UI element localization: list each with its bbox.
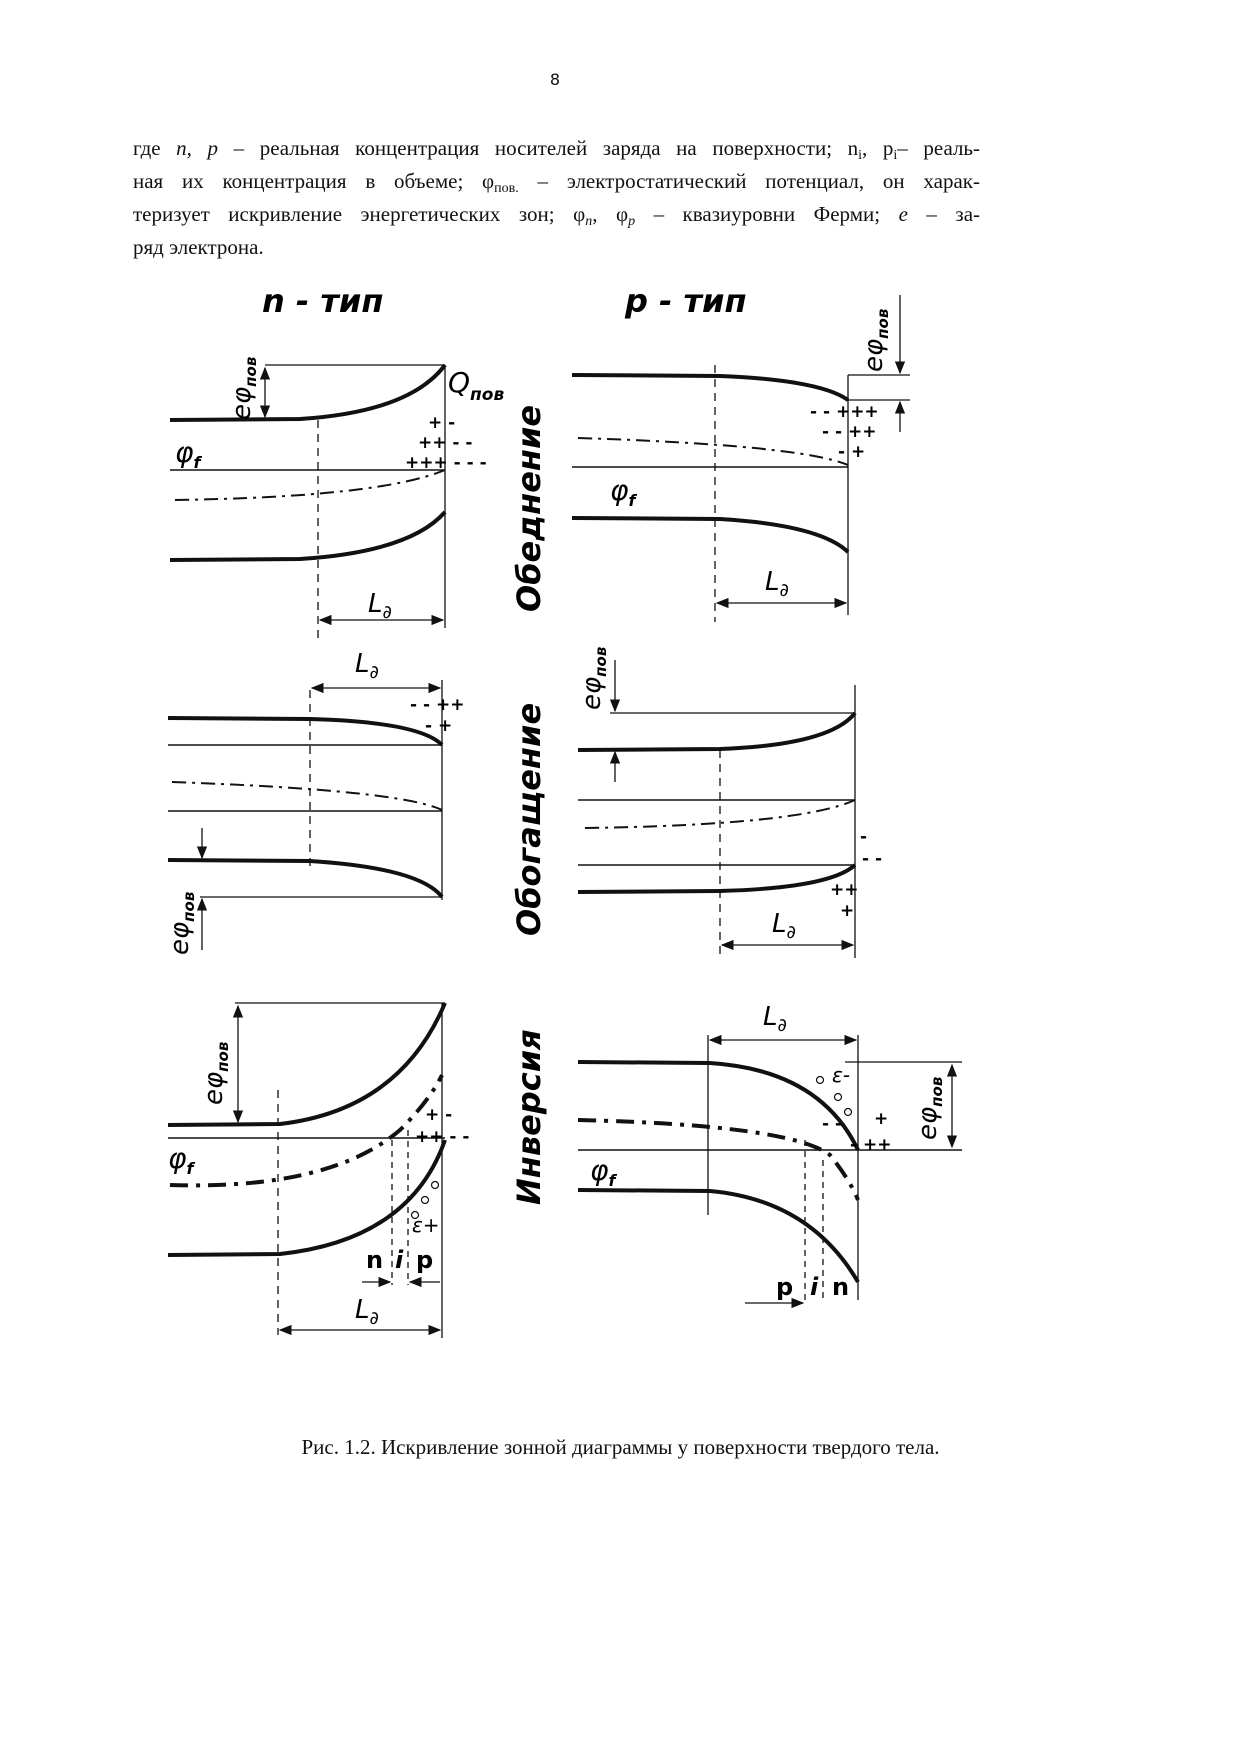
n-region-label: n <box>366 1246 383 1274</box>
figure-caption: Рис. 1.2. Искривление зонной диаграммы у… <box>301 1435 940 1459</box>
charges: + - <box>425 1105 452 1125</box>
q-surface-label: Qпов <box>448 366 504 405</box>
panel-n-depletion <box>169 363 447 640</box>
panel-p-depletion <box>571 295 910 622</box>
panel-n-enrichment <box>167 680 444 950</box>
fermi-label: φf <box>168 1142 195 1178</box>
body-paragraph: где n, p – реальная концентрация носител… <box>133 132 980 264</box>
charges: - ++ <box>850 1135 891 1155</box>
debye-length-label: L∂ <box>355 1295 379 1329</box>
charges: - - ++ <box>822 422 876 442</box>
e-phi-surface-label: eφпов <box>577 647 610 710</box>
charges: + <box>874 1109 888 1129</box>
text-line: ряд электрона. <box>133 235 264 259</box>
text-line: теризует искривление энергетических зон;… <box>133 202 981 229</box>
e-phi-surface-label: eφпов <box>859 309 892 372</box>
e-phi-surface-label: eφпов <box>227 357 260 420</box>
charges: ++ - - <box>415 1127 469 1147</box>
charges: - - <box>862 849 882 869</box>
p-type-heading: p - тип <box>624 282 747 320</box>
charges: ++ - - <box>418 433 472 453</box>
charges: - - +++ <box>810 402 879 422</box>
debye-length-label: L∂ <box>772 909 796 943</box>
panel-n-inversion <box>167 1002 447 1338</box>
charges: - - <box>822 1114 842 1134</box>
row-label-inversion: Инверсия <box>510 1029 548 1205</box>
p-region-label: p <box>416 1246 433 1274</box>
debye-length-label: L∂ <box>368 589 392 623</box>
page-number: 8 <box>549 70 561 89</box>
epsilon-plus-label: ε+ <box>412 1213 440 1237</box>
row-label-depletion: Обеднение <box>510 405 548 612</box>
i-region-label: i <box>810 1273 819 1301</box>
panel-p-enrichment <box>577 660 857 958</box>
e-phi-surface-label: eφпов <box>199 1042 232 1105</box>
charges: - <box>860 827 867 847</box>
panel-p-inversion <box>577 1034 962 1309</box>
fermi-label: φf <box>590 1154 617 1190</box>
charges: - + <box>425 716 452 736</box>
charges: + <box>840 901 854 921</box>
epsilon-minus-label: ε- <box>832 1063 850 1087</box>
n-region-label: n <box>832 1273 849 1301</box>
row-label-enrichment: Обогащение <box>510 703 548 936</box>
debye-length-label: L∂ <box>355 649 379 683</box>
fermi-label: φf <box>175 436 202 472</box>
n-type-heading: n - тип <box>262 282 383 320</box>
charges: - + <box>838 442 865 462</box>
e-phi-surface-label: eφпов <box>913 1077 946 1140</box>
charges: ++ <box>830 880 859 900</box>
text-line: ная их концентрация в объеме; φпов. – эл… <box>133 169 980 196</box>
e-phi-surface-label: eφпов <box>165 892 198 955</box>
charges: + - <box>428 413 455 433</box>
debye-length-label: L∂ <box>765 567 789 601</box>
charges: +++ - - - <box>405 453 487 473</box>
p-region-label: p <box>776 1273 793 1301</box>
fermi-label: φf <box>610 474 637 510</box>
debye-length-label: L∂ <box>763 1002 787 1036</box>
charges: - - ++ <box>410 695 464 715</box>
i-region-label: i <box>395 1246 404 1274</box>
text-line: где n, p – реальная концентрация носител… <box>133 136 980 163</box>
